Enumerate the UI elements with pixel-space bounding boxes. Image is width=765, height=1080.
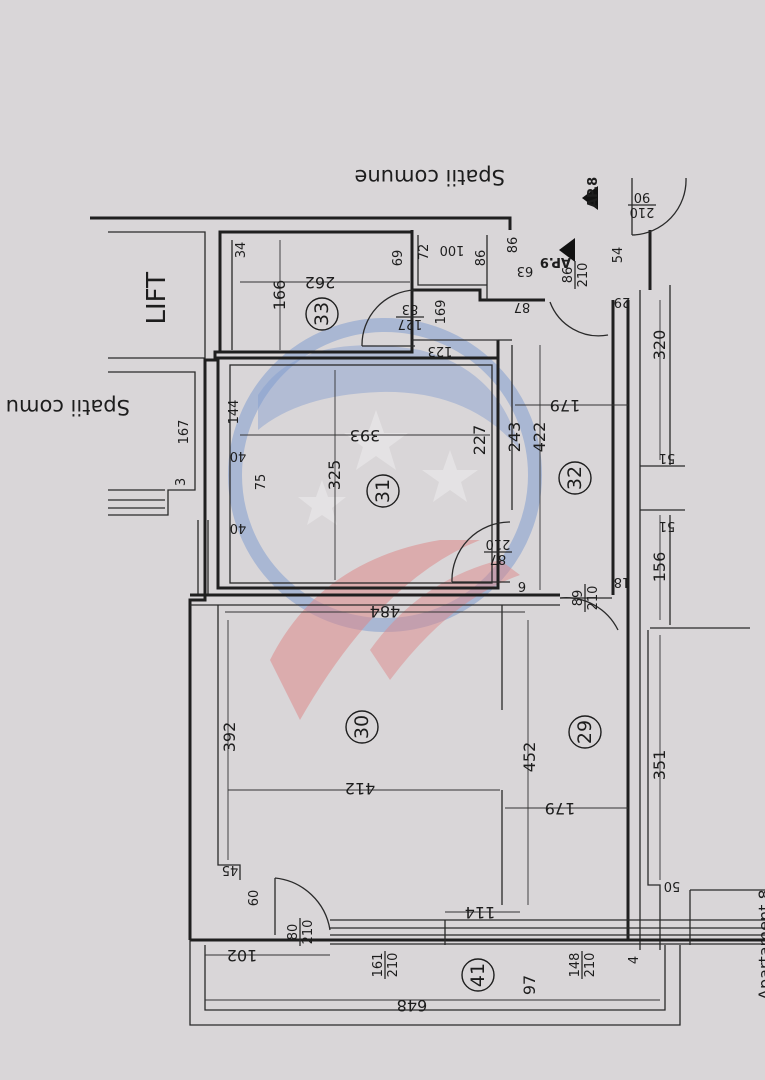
dim-243: 243 bbox=[505, 422, 524, 453]
svg-text:210: 210 bbox=[576, 263, 591, 288]
door-86-210: 86 210 bbox=[561, 261, 591, 289]
dim-452: 452 bbox=[520, 742, 539, 773]
watermark-logo bbox=[228, 318, 542, 720]
room-number-33: 33 bbox=[311, 302, 333, 326]
door-90-210: 210 90 bbox=[628, 189, 656, 219]
dim-422: 422 bbox=[530, 422, 549, 453]
dim-29: 29 bbox=[614, 294, 631, 309]
dim-75: 75 bbox=[254, 474, 269, 491]
room-number-41: 41 bbox=[467, 963, 489, 987]
dim-63: 63 bbox=[517, 263, 534, 278]
dim-179a: 179 bbox=[545, 799, 576, 818]
label-spatii-comune-left: Spatii comu bbox=[6, 395, 130, 419]
dim-227: 227 bbox=[470, 425, 489, 456]
label-ap9: AP.9 bbox=[540, 254, 571, 269]
door-80-210: 80 210 bbox=[286, 918, 316, 946]
svg-text:210: 210 bbox=[486, 536, 511, 551]
svg-text:210: 210 bbox=[630, 204, 655, 219]
window-161-210: 161 210 bbox=[371, 951, 401, 979]
dim-87: 87 bbox=[514, 299, 531, 314]
svg-text:80: 80 bbox=[286, 924, 301, 941]
svg-text:210: 210 bbox=[301, 920, 316, 945]
dim-3: 3 bbox=[174, 478, 189, 486]
room-number-29: 29 bbox=[574, 720, 596, 744]
dim-60: 60 bbox=[247, 890, 262, 907]
dim-166: 166 bbox=[270, 280, 289, 311]
svg-text:83: 83 bbox=[402, 301, 419, 316]
svg-text:210: 210 bbox=[583, 953, 598, 978]
label-spatii-comune-top: Spatii comune bbox=[355, 165, 506, 189]
dim-412: 412 bbox=[345, 779, 376, 798]
svg-text:210: 210 bbox=[586, 586, 601, 611]
dim-51b: 51 bbox=[659, 518, 676, 533]
dim-325: 325 bbox=[325, 460, 344, 491]
dim-351: 351 bbox=[650, 750, 669, 781]
dim-45: 45 bbox=[222, 862, 239, 877]
doors bbox=[274, 177, 687, 935]
dim-123: 123 bbox=[428, 343, 453, 358]
dim-69: 69 bbox=[391, 250, 406, 267]
dim-648: 648 bbox=[397, 996, 428, 1015]
door-89-210: 89 210 bbox=[571, 584, 601, 612]
dim-4: 4 bbox=[627, 956, 642, 964]
svg-text:90: 90 bbox=[634, 189, 651, 204]
text-labels: Spatii comune Spatii comu LIFT Apartamen… bbox=[6, 165, 765, 1015]
walls bbox=[90, 216, 765, 1026]
svg-text:87: 87 bbox=[490, 551, 507, 566]
dim-72: 72 bbox=[417, 244, 432, 261]
dim-102: 102 bbox=[227, 946, 258, 965]
dim-114: 114 bbox=[465, 903, 496, 922]
ap8-arrow-icon bbox=[582, 186, 598, 210]
ap9-arrow-icon bbox=[559, 238, 575, 262]
svg-text:210: 210 bbox=[386, 953, 401, 978]
dim-393: 393 bbox=[350, 426, 381, 445]
dim-97: 97 bbox=[520, 975, 539, 995]
svg-text:148: 148 bbox=[568, 953, 583, 978]
dim-50: 50 bbox=[664, 878, 681, 893]
dim-100: 100 bbox=[440, 242, 465, 257]
dim-320: 320 bbox=[650, 330, 669, 361]
svg-text:161: 161 bbox=[371, 953, 386, 978]
dim-144: 144 bbox=[227, 400, 242, 425]
dim-169: 169 bbox=[434, 300, 449, 325]
dim-179b: 179 bbox=[550, 396, 581, 415]
room-number-30: 30 bbox=[351, 715, 373, 739]
room-number-31: 31 bbox=[372, 479, 394, 503]
svg-text:89: 89 bbox=[571, 590, 586, 607]
svg-text:127: 127 bbox=[398, 316, 423, 331]
dim-86b: 86 bbox=[506, 237, 521, 254]
dim-40b: 40 bbox=[230, 520, 247, 535]
door-87-210: 87 210 bbox=[484, 536, 512, 566]
dim-262: 262 bbox=[305, 273, 336, 292]
dim-167: 167 bbox=[177, 420, 192, 445]
room-markers bbox=[305, 297, 602, 992]
label-apartament: Apartament 8 bbox=[755, 889, 765, 1000]
dim-40a: 40 bbox=[230, 448, 247, 463]
dim-6: 6 bbox=[518, 578, 526, 593]
dim-18: 18 bbox=[614, 574, 631, 589]
dim-54: 54 bbox=[611, 247, 626, 264]
dim-156: 156 bbox=[650, 552, 669, 583]
dim-484: 484 bbox=[370, 602, 401, 621]
arrow-markers bbox=[559, 186, 598, 262]
dim-51a: 51 bbox=[659, 450, 676, 465]
room-number-32: 32 bbox=[564, 466, 586, 490]
dim-34: 34 bbox=[234, 242, 249, 259]
door-83-127: 127 83 bbox=[396, 301, 424, 331]
dim-86a: 86 bbox=[474, 250, 489, 267]
label-ap8: AP.8 bbox=[586, 177, 601, 208]
dimension-lines bbox=[205, 240, 661, 1001]
label-lift: LIFT bbox=[142, 272, 172, 325]
svg-text:86: 86 bbox=[561, 267, 576, 284]
window-148-210: 148 210 bbox=[568, 951, 598, 979]
dim-392: 392 bbox=[220, 722, 239, 753]
